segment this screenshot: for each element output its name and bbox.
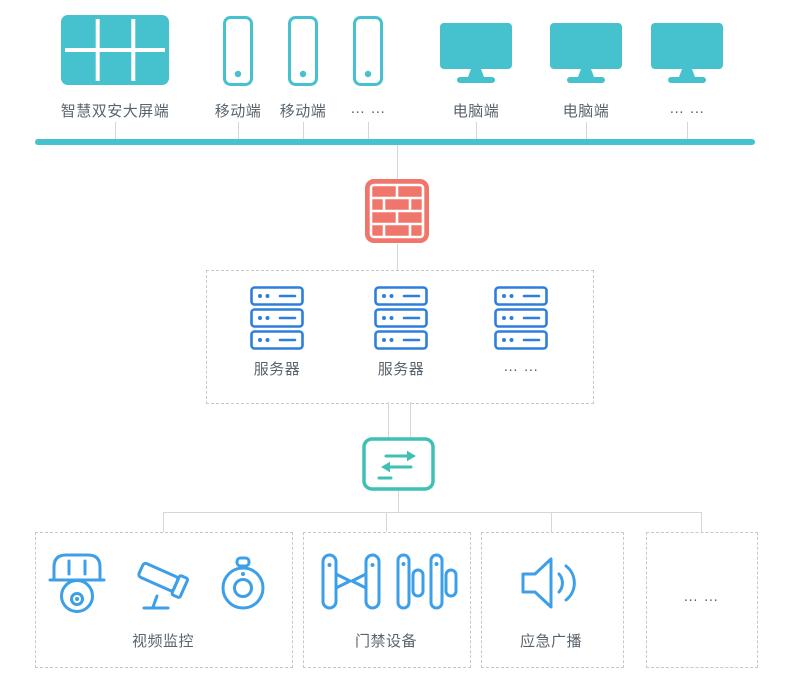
emergency-broadcast-box xyxy=(481,532,624,668)
connector-line xyxy=(238,122,239,139)
connector-line xyxy=(476,122,477,139)
video-surveillance-label: 视频监控 xyxy=(131,633,195,650)
firewall-icon xyxy=(364,178,430,244)
server-group-box xyxy=(206,270,594,404)
bullet-camera-icon xyxy=(136,552,200,616)
connector-line xyxy=(551,512,552,532)
pc-label-3: … … xyxy=(669,100,705,117)
pc-label-1: 电脑端 xyxy=(452,103,500,120)
monitor-icon-3 xyxy=(650,22,724,84)
connector-line xyxy=(397,244,398,270)
connector-line xyxy=(386,512,387,532)
monitor-icon-1 xyxy=(439,22,513,84)
dome-camera-icon xyxy=(48,550,106,616)
mobile-label-3: … … xyxy=(350,100,386,117)
connector-line xyxy=(397,145,398,178)
connector-line xyxy=(368,122,369,139)
connector-line xyxy=(687,122,688,139)
server-icon-2 xyxy=(374,286,428,350)
turnstile-gate-icon xyxy=(320,550,382,612)
mobile-icon-2 xyxy=(288,16,318,86)
emergency-broadcast-label: 应急广播 xyxy=(519,633,583,650)
server-icon-3 xyxy=(494,286,548,350)
server-label-1: 服务器 xyxy=(253,361,301,378)
mobile-icon-1 xyxy=(223,16,253,86)
big-screen-icon xyxy=(60,14,170,86)
more-devices-label: … … xyxy=(683,588,719,605)
connector-line xyxy=(163,512,701,513)
mobile-label-1: 移动端 xyxy=(214,103,262,120)
flap-barrier-icon xyxy=(396,550,460,612)
connector-line xyxy=(115,122,116,139)
mobile-icon-3 xyxy=(353,16,383,86)
connector-line xyxy=(163,512,164,532)
access-control-label: 门禁设备 xyxy=(354,633,418,650)
connector-line xyxy=(410,402,411,437)
pc-label-2: 电脑端 xyxy=(562,103,610,120)
round-camera-icon xyxy=(218,554,268,612)
server-label-2: 服务器 xyxy=(377,361,425,378)
connector-line xyxy=(388,402,389,437)
video-surveillance-box xyxy=(35,532,293,668)
speaker-icon xyxy=(519,553,583,613)
server-icon-1 xyxy=(250,286,304,350)
mobile-label-2: 移动端 xyxy=(279,103,327,120)
connector-line xyxy=(303,122,304,139)
access-control-box xyxy=(303,532,471,668)
connector-line xyxy=(398,491,399,512)
network-backbone-bar xyxy=(35,139,755,145)
monitor-icon-2 xyxy=(549,22,623,84)
switch-icon xyxy=(362,437,435,491)
connector-line xyxy=(701,512,702,532)
big-screen-label: 智慧双安大屏端 xyxy=(60,103,170,120)
more-devices-box xyxy=(646,532,758,668)
server-label-3: … … xyxy=(503,358,539,375)
connector-line xyxy=(586,122,587,139)
